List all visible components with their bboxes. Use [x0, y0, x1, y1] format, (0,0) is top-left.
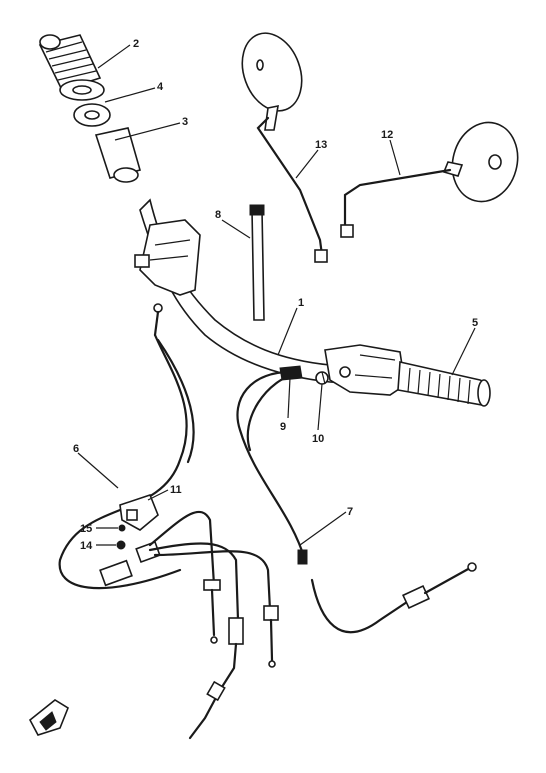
callout-13: 13 — [315, 139, 327, 151]
callout-9: 9 — [280, 421, 286, 433]
callout-1: 1 — [298, 297, 304, 309]
callouts: 2 4 3 8 13 12 1 5 9 10 6 7 11 15 14 — [73, 38, 478, 552]
clip — [119, 494, 159, 531]
grip-right — [397, 361, 491, 407]
callout-5: 5 — [472, 317, 478, 329]
nut — [116, 540, 126, 550]
book-arrow-icon — [28, 699, 69, 736]
callout-11: 11 — [170, 484, 182, 496]
cable-bundle — [148, 510, 279, 740]
screw — [118, 524, 126, 532]
callout-3: 3 — [182, 116, 188, 128]
callout-4: 4 — [157, 81, 164, 93]
clutch-cable — [236, 370, 477, 634]
mirror-right — [340, 121, 519, 238]
throttle-cable — [58, 303, 195, 590]
callout-12: 12 — [381, 129, 393, 141]
throttle-sleeve — [73, 103, 141, 183]
leader-lines — [77, 44, 476, 546]
rod — [249, 204, 265, 321]
callout-14: 14 — [80, 540, 93, 552]
callout-15: 15 — [80, 523, 92, 535]
bracket-9 — [279, 365, 303, 381]
bracket-10 — [315, 371, 329, 385]
left-switch-housing — [134, 219, 201, 296]
callout-8: 8 — [215, 209, 221, 221]
grip-left — [38, 34, 102, 91]
callout-6: 6 — [73, 443, 79, 455]
mirror-left — [241, 32, 328, 263]
callout-2: 2 — [133, 38, 139, 50]
right-switch-housing — [324, 344, 406, 396]
washer — [59, 79, 105, 101]
callout-10: 10 — [312, 433, 324, 445]
callout-7: 7 — [347, 506, 353, 518]
